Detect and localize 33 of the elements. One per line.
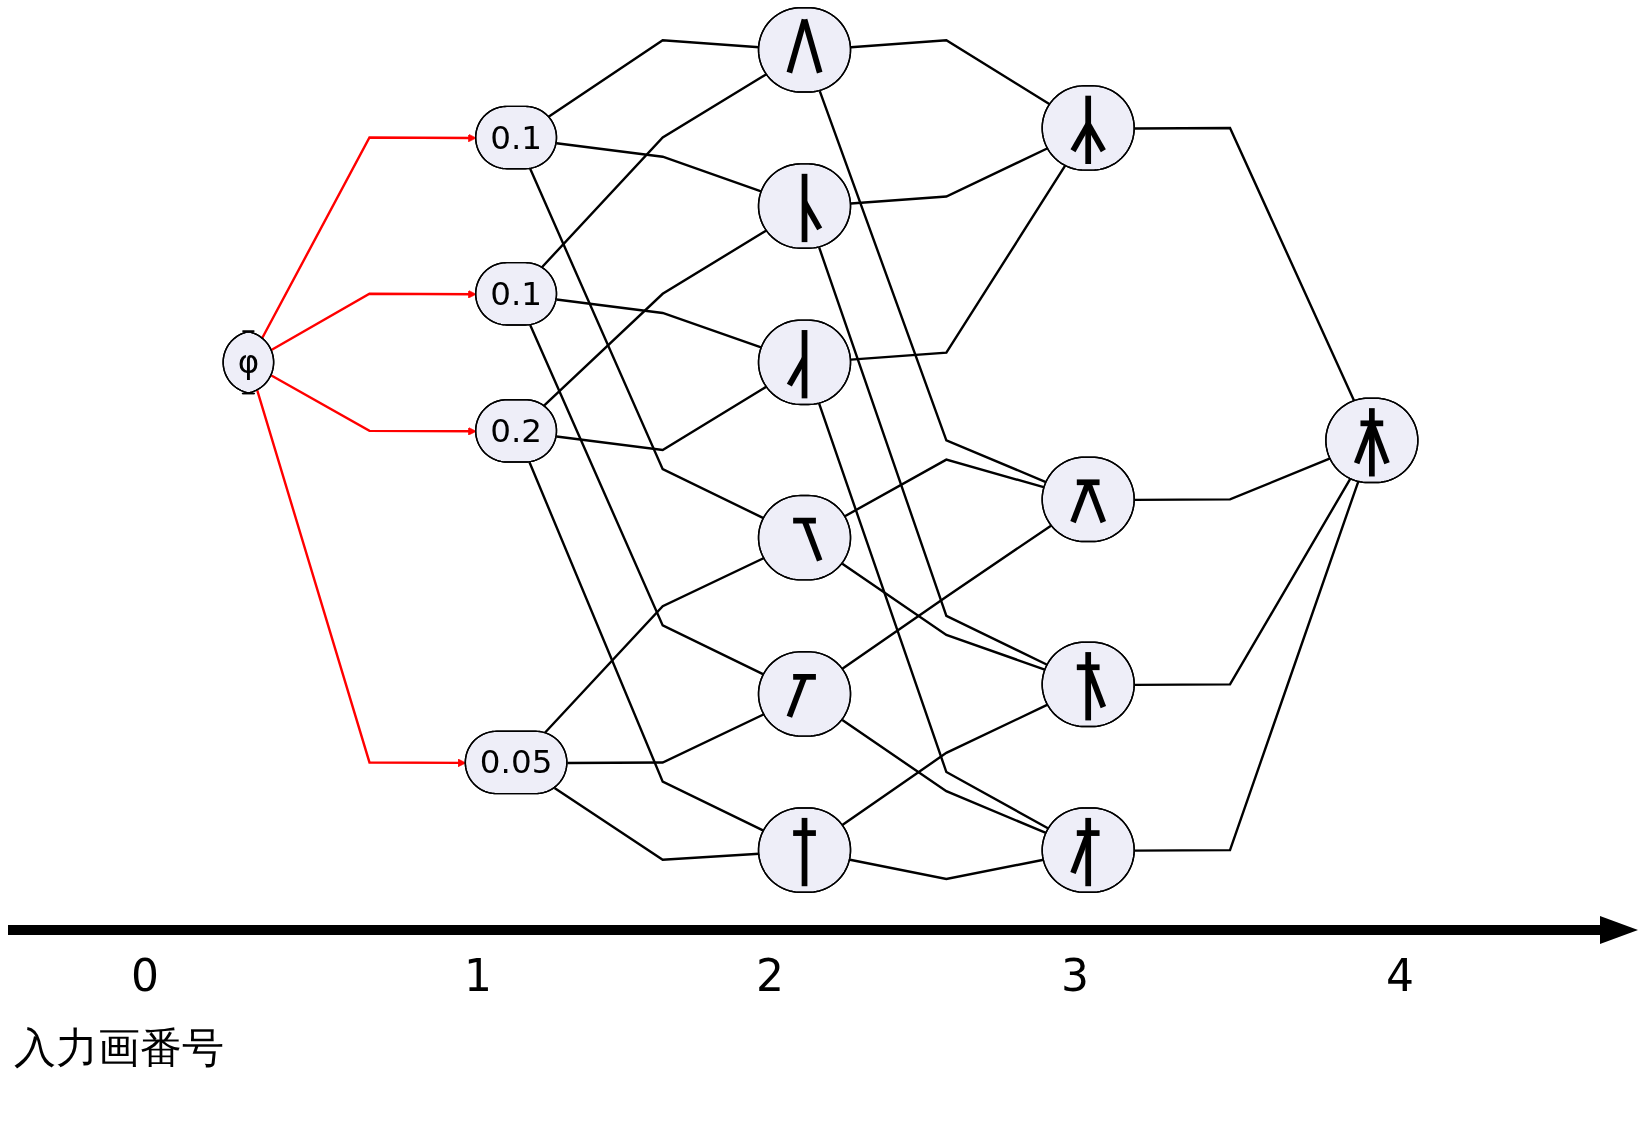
connector [529,324,765,676]
connector [841,719,1047,835]
connector [841,524,1052,670]
connector [542,229,768,407]
connector [556,298,763,349]
connector [818,90,1047,484]
axis-tick-label: 3 [1061,950,1089,1001]
connector [540,73,768,269]
connector [1134,481,1360,852]
connector [529,168,765,520]
connector [850,39,1051,106]
connector [849,858,1044,881]
connector [841,703,1049,827]
axis-tick-label: 0 [131,950,159,1001]
connector [1134,457,1331,502]
connector [528,461,765,832]
connector [841,562,1046,671]
connector [567,713,765,765]
connector [556,385,768,452]
connector [850,147,1049,205]
connector [850,165,1067,361]
connector [543,556,765,734]
lattice-diagram: φ 0.1 0.1 0.2 0.05 [0,0,1641,900]
connector [1134,478,1352,686]
connector [844,458,1045,518]
axis-tick-label: 1 [464,950,492,1001]
axis-tick-label: 4 [1386,950,1414,1001]
connector [818,247,1049,667]
connector [556,142,763,193]
connector [1134,126,1356,402]
connector [818,403,1050,830]
axis-tick-label: 2 [756,950,784,1001]
axis-title: 入力画番号 [14,1022,224,1074]
